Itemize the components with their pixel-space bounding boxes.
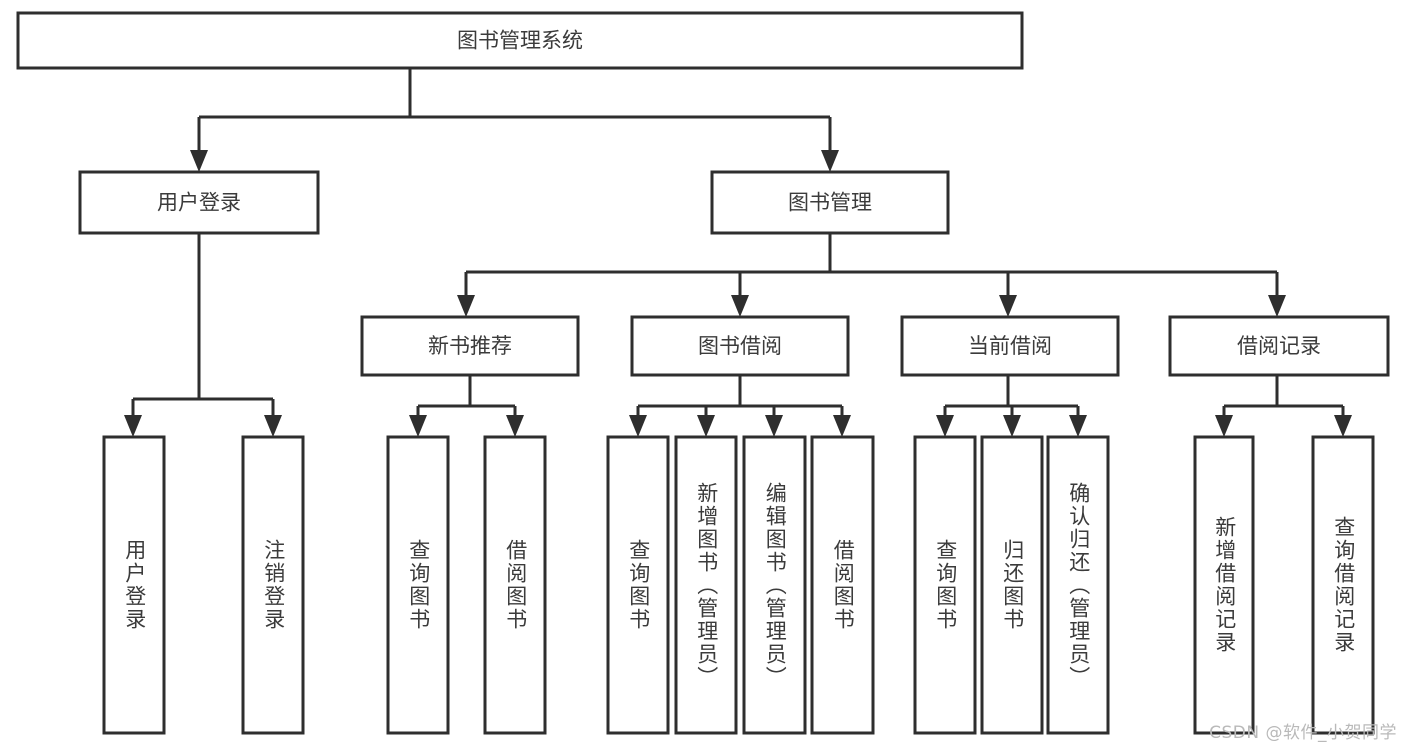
level3-node-book-borrow[interactable] [630, 315, 850, 377]
level3-node-label-current-borrow: 当前借阅 [968, 334, 1052, 358]
level2-node-label-user-login: 用户登录 [157, 191, 241, 215]
book-manage-arrow-icon-0 [457, 295, 475, 317]
book-borrow-arrow-icon-0 [629, 415, 647, 437]
watermark: CSDN @软件_小贺同学 [1209, 723, 1397, 743]
book-manage-arrow-icon-2 [999, 295, 1017, 317]
leaf-node-leaf-borrow-book[interactable] [810, 435, 875, 735]
level2-node-user-login[interactable] [78, 170, 320, 235]
root-arrow-icon-0 [190, 150, 208, 172]
leaf-node-leaf-add-book-admin[interactable] [674, 435, 738, 735]
book-borrow-arrow-icon-3 [833, 415, 851, 437]
leaf-node-leaf-add-borrow-record[interactable] [1193, 435, 1255, 735]
level3-node-current-borrow[interactable] [900, 315, 1120, 377]
leaf-node-leaf-query-borrow-record[interactable] [1311, 435, 1375, 735]
leaf-node-leaf-query-book-current[interactable] [913, 435, 977, 735]
leaf-node-leaf-query-book-borrow[interactable] [606, 435, 670, 735]
user-login-arrow-icon-0 [124, 415, 142, 437]
root-node-label-root: 图书管理系统 [457, 29, 583, 53]
current-borrow-arrow-icon-0 [936, 415, 954, 437]
book-borrow-arrow-icon-1 [697, 415, 715, 437]
root-node-root[interactable] [16, 11, 1024, 70]
new-book-rec-arrow-icon-0 [409, 415, 427, 437]
user-login-arrow-icon-1 [264, 415, 282, 437]
level3-node-label-book-borrow: 图书借阅 [698, 334, 782, 358]
leaf-node-leaf-edit-book-admin[interactable] [742, 435, 807, 735]
current-borrow-arrow-icon-2 [1069, 415, 1087, 437]
root-arrow-icon-1 [821, 150, 839, 172]
level3-node-label-borrow-record: 借阅记录 [1237, 334, 1321, 358]
level2-node-label-book-manage: 图书管理 [788, 191, 872, 215]
book-borrow-arrow-icon-2 [765, 415, 783, 437]
book-manage-arrow-icon-1 [731, 295, 749, 317]
level3-node-new-book-rec[interactable] [360, 315, 580, 377]
level3-node-borrow-record[interactable] [1168, 315, 1390, 377]
leaf-node-leaf-confirm-return-admin[interactable] [1046, 435, 1110, 735]
level3-node-label-new-book-rec: 新书推荐 [428, 334, 512, 358]
borrow-record-arrow-icon-1 [1334, 415, 1352, 437]
new-book-rec-arrow-icon-1 [506, 415, 524, 437]
leaf-node-leaf-borrow-book-rec[interactable] [483, 435, 547, 735]
borrow-record-arrow-icon-0 [1215, 415, 1233, 437]
connector-layer [124, 68, 1352, 437]
leaf-node-leaf-return-book[interactable] [980, 435, 1044, 735]
book-manage-arrow-icon-3 [1268, 295, 1286, 317]
leaf-node-leaf-query-book-rec[interactable] [386, 435, 450, 735]
leaf-node-leaf-logout-login[interactable] [241, 435, 305, 735]
box-layer [16, 11, 1390, 735]
leaf-node-leaf-user-login[interactable] [102, 435, 166, 735]
level2-node-book-manage[interactable] [710, 170, 950, 235]
current-borrow-arrow-icon-1 [1003, 415, 1021, 437]
